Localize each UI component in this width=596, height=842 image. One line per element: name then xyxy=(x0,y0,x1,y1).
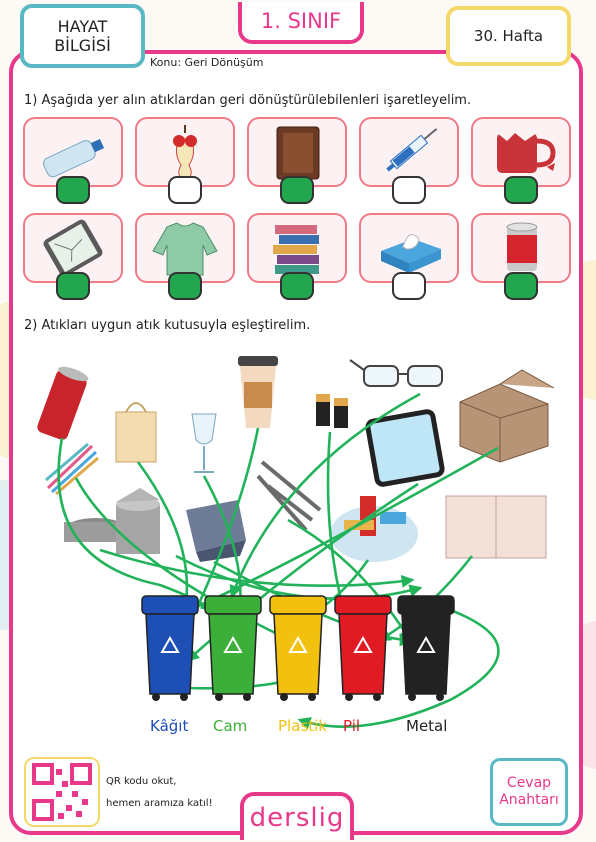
bin-4[interactable] xyxy=(396,594,456,702)
qr-code-icon xyxy=(32,763,92,821)
recycle-bin-icon xyxy=(397,595,455,701)
item-card-apple-core xyxy=(135,117,235,187)
grade-tab: 1. SINIF xyxy=(238,2,364,44)
qr-code[interactable] xyxy=(24,757,100,827)
cardboard-box-icon xyxy=(459,369,555,463)
bin-label-0: Kâğıt xyxy=(150,717,189,735)
question-1-text: 1) Aşağıda yer alın atıklardan geri dönü… xyxy=(24,93,472,108)
topic-label: Konu: Geri Dönüşüm xyxy=(150,56,264,69)
sweater-icon xyxy=(152,222,218,276)
answer-key-button[interactable]: Cevap Anahtarı xyxy=(490,758,568,826)
recycle-bin-icon xyxy=(204,595,262,701)
week-label: 30. Hafta xyxy=(473,27,544,45)
bin-2[interactable] xyxy=(268,594,328,702)
broken-glass-icon xyxy=(191,413,217,473)
checkbox-old-sweater[interactable] xyxy=(168,272,202,300)
checkbox-books-stack[interactable] xyxy=(280,272,314,300)
bin-label-3: Pil xyxy=(343,717,361,735)
book-icon xyxy=(276,126,320,180)
checkbox-apple-core[interactable] xyxy=(168,176,202,204)
crushed-bottle-icon xyxy=(43,138,105,178)
books-stack-icon xyxy=(273,225,319,274)
apple-core-icon xyxy=(173,125,197,180)
subject-box: HAYAT BİLGİSİ xyxy=(20,4,145,68)
metal-cans-icon xyxy=(64,488,160,554)
bin-3[interactable] xyxy=(333,594,393,702)
checkbox-broken-mug[interactable] xyxy=(504,176,538,204)
checkbox-broken-phone[interactable] xyxy=(56,272,90,300)
bin-1[interactable] xyxy=(203,594,263,702)
syringe-icon xyxy=(386,128,438,172)
checkbox-tissue-box[interactable] xyxy=(392,272,426,300)
tissue-box-icon xyxy=(381,234,441,273)
item-card-broken-mug xyxy=(471,117,571,187)
question-2-text: 2) Atıkları uygun atık kutusuyla eşleşti… xyxy=(24,318,311,333)
item-card-old-book xyxy=(247,117,347,187)
qr-text-line-1: QR kodu okut, xyxy=(106,776,177,787)
broken-mug-icon xyxy=(497,133,556,173)
checkbox-syringe[interactable] xyxy=(392,176,426,204)
open-notebook-icon xyxy=(445,495,547,559)
bin-0[interactable] xyxy=(140,594,200,702)
broken-phone-icon xyxy=(43,219,103,277)
recycle-bin-icon xyxy=(269,595,327,701)
checkbox-old-book[interactable] xyxy=(280,176,314,204)
glass-pane-icon xyxy=(365,409,445,487)
straws-icon xyxy=(45,442,99,496)
checkbox-plastic-bottle[interactable] xyxy=(56,176,90,204)
item-card-tin-can xyxy=(471,213,571,283)
tin-can-icon xyxy=(506,222,538,271)
plastic-waste-pile-icon xyxy=(330,496,418,562)
paper-bag-icon xyxy=(115,402,157,463)
week-box: 30. Hafta xyxy=(446,6,571,66)
recycle-bin-icon xyxy=(141,595,199,701)
bin-label-1: Cam xyxy=(213,717,248,735)
item-card-plastic-bottle xyxy=(23,117,123,187)
nails-icon xyxy=(256,460,322,532)
subject-title: HAYAT BİLGİSİ xyxy=(54,17,111,55)
coffee-cup-icon xyxy=(238,356,278,428)
grade-title: 1. SINIF xyxy=(260,9,342,33)
bin-label-2: Plastik xyxy=(278,717,327,735)
item-card-syringe xyxy=(359,117,459,187)
eyeglasses-icon xyxy=(349,359,443,387)
recycle-bin-icon xyxy=(334,595,392,701)
soda-can-icon xyxy=(37,366,89,440)
batteries-icon xyxy=(316,394,348,428)
answer-key-label: Cevap Anahtarı xyxy=(499,775,559,808)
bin-label-4: Metal xyxy=(406,717,448,735)
checkbox-tin-can[interactable] xyxy=(504,272,538,300)
brand-logo-text: derslig xyxy=(249,803,345,833)
qr-text-line-2: hemen aramıza katıl! xyxy=(106,798,213,809)
item-card-tissue-box xyxy=(359,213,459,283)
brand-logo[interactable]: derslig xyxy=(240,792,354,840)
